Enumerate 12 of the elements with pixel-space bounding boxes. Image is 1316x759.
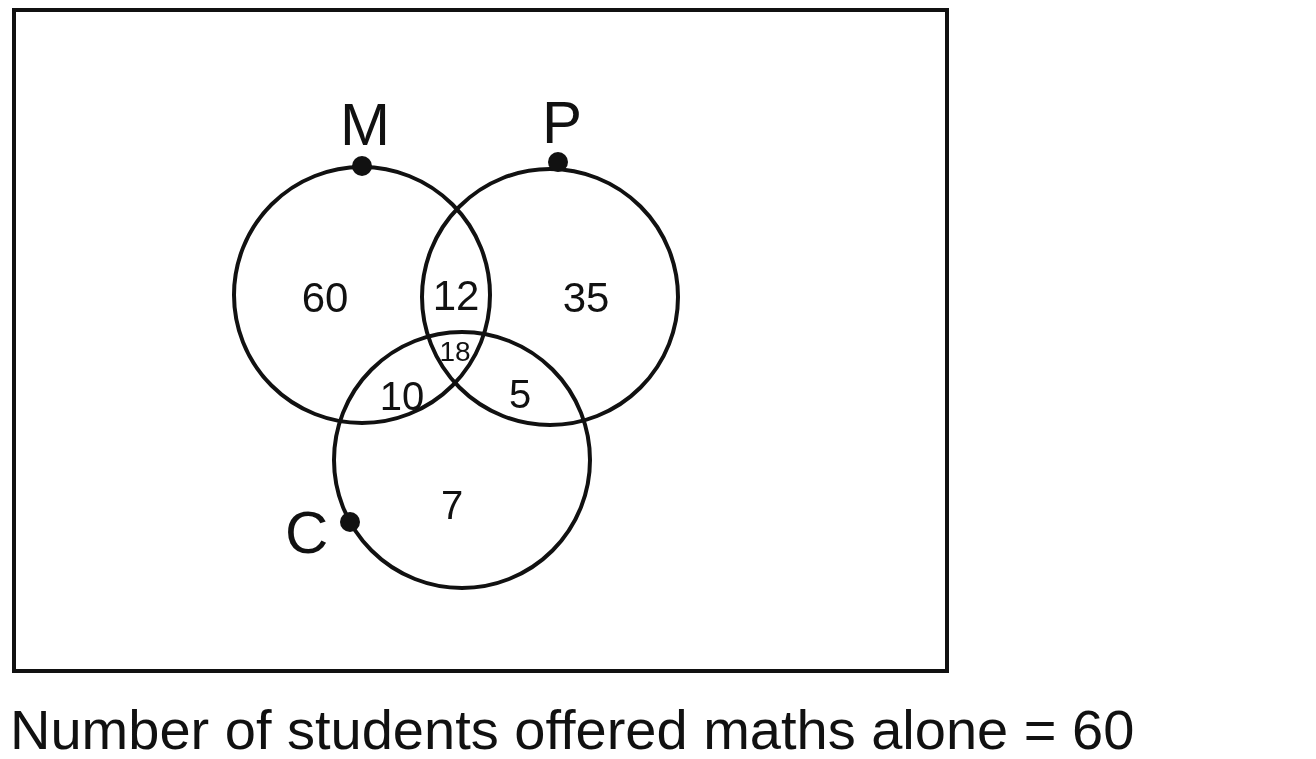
universal-set-rectangle [12, 8, 949, 673]
region-count: 7 [440, 485, 464, 525]
region-count: 18 [439, 338, 471, 366]
caption: Number of students offered maths alone = 60 [10, 700, 1135, 759]
set-label: C [285, 503, 329, 563]
region-count: 35 [562, 277, 610, 319]
region-count: 10 [379, 376, 425, 416]
region-count: 60 [301, 277, 349, 319]
region-count: 12 [432, 275, 480, 317]
region-count: 5 [508, 374, 532, 414]
set-label: P [542, 93, 583, 153]
set-label: M [340, 95, 390, 155]
